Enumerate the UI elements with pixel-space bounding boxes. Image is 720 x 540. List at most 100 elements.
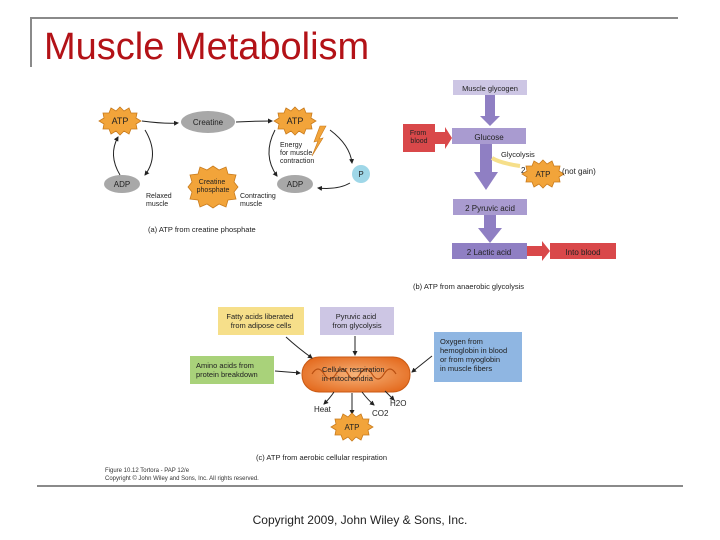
arrow-lactic-blood bbox=[527, 241, 550, 261]
atp-count: 2 bbox=[521, 166, 526, 175]
oxygen-line-2: hemoglobin in blood bbox=[440, 346, 507, 355]
from-blood-line-1: From bbox=[410, 130, 427, 137]
panel-b: Muscle glycogen From blood Glucose Glyco… bbox=[403, 80, 616, 291]
frame-left-line bbox=[30, 17, 32, 67]
muscle-glycogen-label: Muscle glycogen bbox=[462, 84, 518, 93]
arrow-pyruvic-lactic bbox=[478, 215, 502, 243]
arrow-mito-heat bbox=[323, 391, 335, 405]
panel-c: Fatty acids liberated from adipose cells… bbox=[190, 307, 522, 462]
from-blood-box bbox=[403, 124, 435, 152]
arrow-amino-mito bbox=[274, 370, 301, 376]
oxygen-line-4: in muscle fibers bbox=[440, 364, 492, 373]
creatine-phosphate-star bbox=[187, 165, 239, 209]
contracting-line-2: muscle bbox=[240, 201, 262, 208]
fatty-acids-text: Fatty acids liberated from adipose cells bbox=[226, 312, 295, 330]
contracting-text: Contracting muscle bbox=[240, 193, 278, 208]
lactic-box bbox=[452, 243, 527, 259]
arrow-to-phosphate bbox=[329, 129, 355, 164]
creatine-phosphate-line-1: Creatine bbox=[199, 179, 226, 186]
phosphate-label: P bbox=[358, 170, 363, 179]
not-gain-label: (not gain) bbox=[562, 167, 596, 176]
creatine-oval bbox=[181, 111, 235, 133]
pyruvic-label: 2 Pyruvic acid bbox=[465, 204, 515, 213]
arrow-mito-h2o bbox=[384, 390, 395, 401]
relaxed-line-1: Relaxed bbox=[146, 193, 172, 200]
arrow-left-up bbox=[113, 136, 121, 176]
energy-text: Energy for muscle contraction bbox=[280, 142, 314, 165]
atp-b-label: ATP bbox=[536, 170, 551, 179]
frame-top-line bbox=[30, 17, 678, 19]
arrow-atp-creatine bbox=[141, 120, 179, 126]
arrow-mito-co2 bbox=[361, 391, 375, 406]
adp-right-label: ADP bbox=[287, 180, 303, 189]
adp-left-label: ADP bbox=[114, 180, 130, 189]
fatty-line-1: Fatty acids liberated bbox=[226, 312, 293, 321]
cellular-line-2: in mitochondria bbox=[322, 374, 374, 383]
pyruvic-box bbox=[453, 199, 527, 215]
frame-bottom-line bbox=[37, 485, 683, 487]
heat-label: Heat bbox=[314, 405, 332, 414]
adp-right-oval bbox=[277, 175, 313, 193]
slide-title: Muscle Metabolism bbox=[44, 26, 370, 68]
pyruvic-source-box bbox=[320, 307, 394, 335]
pyruvic-source-text: Pyruvic acid from glycolysis bbox=[332, 312, 381, 330]
arrow-from-phosphate bbox=[317, 182, 351, 191]
from-blood-line-2: blood bbox=[410, 138, 427, 145]
muscle-glycogen-box bbox=[453, 80, 527, 95]
oxygen-box bbox=[434, 332, 522, 382]
into-blood-label: Into blood bbox=[565, 248, 600, 257]
co2-label: CO2 bbox=[372, 409, 389, 418]
panel-b-caption: (b) ATP from anaerobic glycolysis bbox=[413, 282, 524, 291]
glycolysis-side-arrow bbox=[490, 156, 521, 168]
atp-star-right: ATP bbox=[273, 106, 317, 136]
glucose-label: Glucose bbox=[474, 133, 504, 142]
atp-left-label: ATP bbox=[112, 116, 129, 126]
arrow-fatty-mito bbox=[285, 336, 313, 359]
mitochondrion-shape bbox=[301, 356, 411, 393]
slide-footer: Copyright 2009, John Wiley & Sons, Inc. bbox=[252, 513, 468, 527]
amino-acids-box bbox=[190, 356, 274, 384]
panel-c-caption: (c) ATP from aerobic cellular respiratio… bbox=[256, 453, 387, 462]
amino-acids-text: Amino acids from protein breakdown bbox=[196, 361, 258, 379]
lactic-label: 2 Lactic acid bbox=[467, 248, 511, 257]
atp-c-label: ATP bbox=[345, 423, 360, 432]
contracting-line-1: Contracting bbox=[240, 193, 276, 200]
relaxed-line-2: muscle bbox=[146, 201, 168, 208]
fatty-acids-box bbox=[218, 307, 304, 335]
amino-line-2: protein breakdown bbox=[196, 370, 258, 379]
figure-credit-line-2: Copyright © John Wiley and Sons, Inc. Al… bbox=[105, 475, 259, 482]
cellular-line-1: Cellular respiration bbox=[322, 365, 385, 374]
glycolysis-label: Glycolysis bbox=[501, 150, 535, 159]
energy-line-3: contraction bbox=[280, 158, 314, 165]
pyruvic-source-line-1: Pyruvic acid bbox=[336, 312, 376, 321]
relaxed-text: Relaxed muscle bbox=[146, 193, 174, 208]
h2o-label: H2O bbox=[390, 399, 406, 408]
fatty-line-2: from adipose cells bbox=[231, 321, 292, 330]
cellular-respiration-text: Cellular respiration in mitochondria bbox=[322, 365, 387, 383]
arrow-creatine-atp bbox=[235, 118, 273, 124]
glucose-box bbox=[452, 128, 526, 144]
arrow-oxygen-mito bbox=[411, 355, 433, 373]
amino-line-1: Amino acids from bbox=[196, 361, 254, 370]
panel-a-caption: (a) ATP from creatine phosphate bbox=[148, 225, 256, 234]
energy-line-2: for muscle bbox=[280, 150, 312, 157]
arrow-right-down bbox=[268, 129, 278, 177]
creatine-label: Creatine bbox=[193, 118, 224, 127]
atp-right-label: ATP bbox=[287, 116, 304, 126]
oxygen-line-1: Oxygen from bbox=[440, 337, 483, 346]
arrow-left-down bbox=[144, 129, 153, 176]
figure-credit-line-1: Figure 10.12 Tortora - PAP 12/e bbox=[105, 468, 190, 474]
pyruvic-source-line-2: from glycolysis bbox=[332, 321, 381, 330]
into-blood-box bbox=[550, 243, 616, 259]
energy-bolt-icon bbox=[311, 125, 327, 157]
adp-left-oval bbox=[104, 175, 140, 193]
from-blood-text: From blood bbox=[410, 130, 428, 145]
panel-a: ATP Creatine ATP Energy for muscle contr… bbox=[98, 106, 370, 234]
arrow-glucose-pyruvic bbox=[474, 144, 498, 190]
oxygen-line-3: or from myoglobin bbox=[440, 355, 500, 364]
creatine-phosphate-line-2: phosphate bbox=[197, 187, 230, 194]
oxygen-text: Oxygen from hemoglobin in blood or from … bbox=[440, 337, 509, 373]
phosphate-circle bbox=[352, 165, 370, 183]
energy-line-1: Energy bbox=[280, 142, 303, 149]
